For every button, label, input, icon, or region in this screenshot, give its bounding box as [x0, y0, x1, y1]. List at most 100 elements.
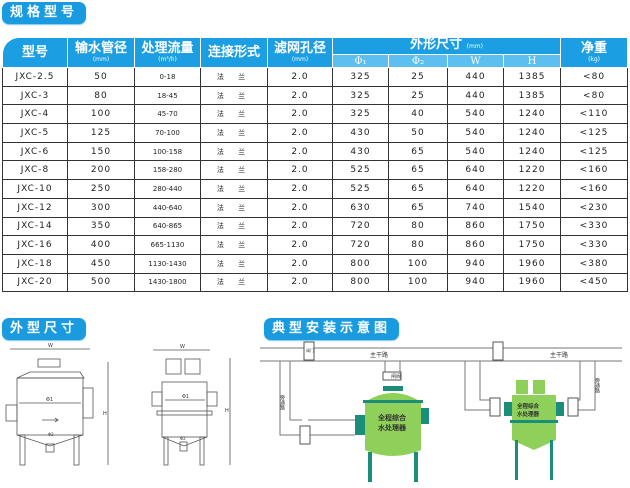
svg-text:W: W: [48, 343, 53, 349]
table-cell: 540: [447, 141, 504, 162]
table-header-row: 型号输水管径(mm)处理流量(m³/h)连接形式滤网孔径(mm)外形尺寸 (mm…: [2, 37, 629, 68]
table-cell: 525: [332, 179, 389, 199]
table-cell: JXC-10: [2, 179, 68, 199]
table-cell: 1750: [502, 216, 562, 237]
valve-icon: [567, 397, 579, 417]
header-unit: (m³/h): [158, 55, 177, 63]
table-cell: 640: [447, 179, 504, 199]
table-cell: 440-640: [134, 197, 201, 218]
table-cell: <125: [560, 141, 629, 162]
table-cell: 500: [67, 272, 135, 293]
table-cell: JXC-5: [2, 123, 68, 143]
single-tank-drawing: W Φ1 Φ2 H: [5, 343, 109, 466]
valve-icon: [489, 397, 501, 417]
table-cell: 2.0: [267, 141, 333, 162]
table-cell: 2.0: [267, 85, 333, 106]
column-subheader: Φ₁: [332, 54, 389, 68]
table-cell: 2.0: [267, 160, 333, 181]
table-cell: JXC-3: [2, 85, 68, 106]
svg-text:Φ2: Φ2: [48, 432, 54, 437]
table-cell: 720: [332, 216, 389, 237]
section-title-spec: 规格型号: [2, 2, 87, 24]
table-cell: 1750: [502, 235, 562, 255]
table-cell: 法 兰: [200, 85, 268, 106]
header-label: 净重: [581, 40, 608, 56]
table-cell: <230: [560, 197, 629, 218]
table-cell: 法 兰: [200, 160, 268, 181]
table-cell: 1960: [502, 272, 562, 293]
column-subheader: W: [447, 54, 504, 68]
table-cell: 250: [67, 179, 135, 199]
column-header: 净重(kg): [560, 37, 629, 68]
table-cell: 1130-1430: [134, 253, 201, 274]
table-cell: JXC-6: [2, 141, 68, 162]
table-cell: 2.0: [267, 197, 333, 218]
table-cell: 450: [67, 253, 135, 274]
svg-text:全程综合: 全程综合: [377, 413, 407, 422]
table-cell: 80: [388, 235, 448, 255]
table-cell: 325: [332, 104, 389, 125]
table-cell: 0-18: [134, 67, 201, 87]
table-cell: <80: [560, 67, 629, 87]
table-cell: <330: [560, 235, 629, 255]
table-cell: 法 兰: [200, 104, 268, 125]
table-cell: 860: [447, 235, 504, 255]
header-label: 处理流量: [141, 40, 194, 56]
column-header: 滤网孔径(mm): [267, 37, 333, 68]
svg-text:Φ2: Φ2: [180, 436, 186, 441]
table-cell: 1430-1800: [134, 272, 201, 293]
table-cell: 1385: [502, 67, 562, 87]
table-cell: 2.0: [267, 179, 333, 199]
table-cell: 18-45: [134, 85, 201, 106]
svg-text:Φ1: Φ1: [46, 397, 53, 403]
table-cell: 1240: [502, 141, 562, 162]
svg-text:水处理器: 水处理器: [378, 423, 407, 432]
table-cell: 80: [388, 216, 448, 237]
table-cell: 540: [447, 123, 504, 143]
column-subheader: H: [502, 54, 562, 68]
table-cell: 1385: [502, 85, 562, 106]
table-cell: 300: [67, 197, 135, 218]
table-cell: 940: [447, 272, 504, 293]
dimension-drawings: W Φ1 Φ2 H W Φ1 Φ2 H: [5, 343, 231, 466]
section-title-install: 典型安装示意图: [264, 318, 400, 340]
table-cell: 70-100: [134, 123, 201, 143]
table-cell: 2.0: [267, 235, 333, 255]
valve-icon: [492, 341, 504, 361]
table-cell: 630: [332, 197, 389, 218]
table-cell: 65: [388, 160, 448, 181]
svg-text:闸阀: 闸阀: [391, 373, 401, 380]
table-cell: 400: [67, 235, 135, 255]
table-cell: JXC-2.5: [2, 67, 68, 87]
table-cell: 2.0: [267, 123, 333, 143]
table-cell: 158-280: [134, 160, 201, 181]
header-label: 输水管径: [74, 40, 127, 56]
table-cell: <160: [560, 179, 629, 199]
table-cell: 100-158: [134, 141, 201, 162]
table-cell: 440: [447, 67, 504, 87]
table-cell: JXC-20: [2, 272, 68, 293]
table-cell: 法 兰: [200, 216, 268, 237]
table-cell: 65: [388, 197, 448, 218]
table-cell: <125: [560, 123, 629, 143]
table-cell: 法 兰: [200, 67, 268, 87]
table-cell: 法 兰: [200, 272, 268, 293]
column-header: 输水管径(mm): [67, 37, 135, 68]
table-cell: 740: [447, 197, 504, 218]
table-cell: 1540: [502, 197, 562, 218]
table-cell: 1220: [502, 160, 562, 181]
table-cell: JXC-4: [2, 104, 68, 125]
column-header: 型号: [2, 37, 68, 68]
table-cell: 325: [332, 67, 389, 87]
table-cell: 860: [447, 216, 504, 237]
table-cell: 25: [388, 85, 448, 106]
table-cell: 法 兰: [200, 141, 268, 162]
water-treatment-tank-1: 全程综合 水处理器: [355, 386, 429, 482]
